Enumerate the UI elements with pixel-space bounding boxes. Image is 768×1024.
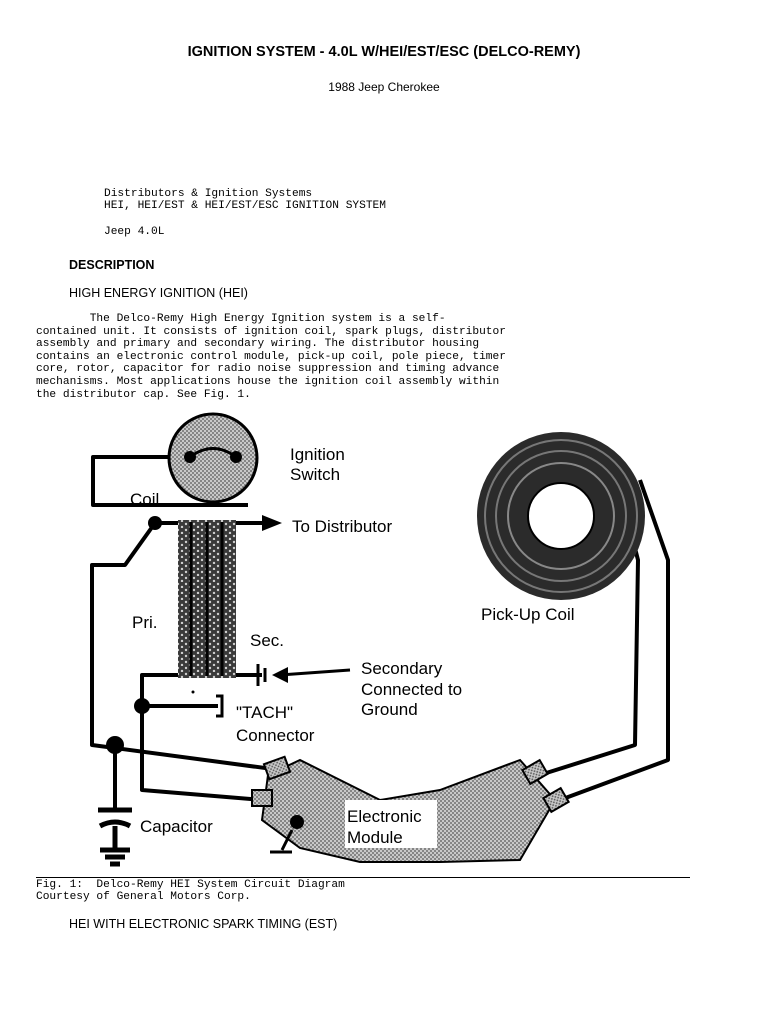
label-to-distributor: To Distributor — [292, 517, 392, 536]
figure-credit: Courtesy of General Motors Corp. — [36, 891, 251, 903]
page-title: IGNITION SYSTEM - 4.0L W/HEI/EST/ESC (DE… — [187, 44, 581, 60]
label-module: Module — [347, 828, 403, 847]
caption-divider — [36, 877, 690, 878]
toc-line-2: HEI, HEI/EST & HEI/EST/ESC IGNITION SYST… — [104, 200, 386, 212]
pickup-coil-icon — [477, 432, 645, 600]
paragraph-line: contains an electronic control module, p… — [36, 350, 506, 363]
label-tach: "TACH" — [236, 703, 293, 722]
label-pri: Pri. — [132, 613, 158, 632]
label-coil: Coil — [130, 490, 159, 509]
paragraph-line: mechanisms. Most applications house the … — [36, 375, 500, 388]
label-switch: Switch — [290, 465, 340, 484]
hei-subheading: HIGH ENERGY IGNITION (HEI) — [69, 286, 248, 300]
tach-connector-icon — [216, 694, 224, 718]
description-paragraph: The Delco-Remy High Energy Ignition syst… — [36, 313, 506, 401]
paragraph-line: The Delco-Remy High Energy Ignition syst… — [36, 313, 446, 325]
label-connected-to: Connected to — [361, 680, 462, 699]
label-ignition: Ignition — [290, 445, 345, 464]
circuit-wiring — [90, 455, 670, 810]
paragraph-line: contained unit. It consists of ignition … — [36, 325, 506, 338]
label-secondary: Secondary — [361, 659, 443, 678]
ignition-switch-icon — [167, 412, 259, 504]
ignition-coil-icon — [178, 520, 236, 678]
secondary-ground-icon — [256, 664, 351, 686]
paragraph-line: the distributor cap. See Fig. 1. — [36, 388, 251, 401]
label-capacitor: Capacitor — [140, 817, 213, 836]
toc-engine: Jeep 4.0L — [104, 226, 165, 238]
hei-circuit-diagram: Ignition Switch Coil To Distributor Pick… — [90, 412, 670, 867]
vehicle-subtitle: 1988 Jeep Cherokee — [328, 80, 440, 94]
electronic-module-icon — [251, 755, 571, 863]
label-connector: Connector — [236, 726, 315, 745]
paragraph-line: core, rotor, capacitor for radio noise s… — [36, 363, 500, 376]
description-heading: DESCRIPTION — [69, 258, 155, 272]
label-pickup-coil: Pick-Up Coil — [481, 605, 575, 624]
label-sec: Sec. — [250, 631, 284, 650]
junction-dots — [106, 516, 162, 754]
label-ground: Ground — [361, 700, 418, 719]
figure-caption: Fig. 1: Delco-Remy HEI System Circuit Di… — [36, 879, 345, 891]
to-distributor-arrow-icon — [262, 515, 282, 531]
label-electronic: Electronic — [347, 807, 422, 826]
paragraph-line: assembly and primary and secondary wirin… — [36, 338, 480, 351]
est-heading: HEI WITH ELECTRONIC SPARK TIMING (EST) — [69, 917, 338, 931]
toc-line-1: Distributors & Ignition Systems — [104, 188, 313, 200]
capacitor-icon — [98, 807, 132, 867]
